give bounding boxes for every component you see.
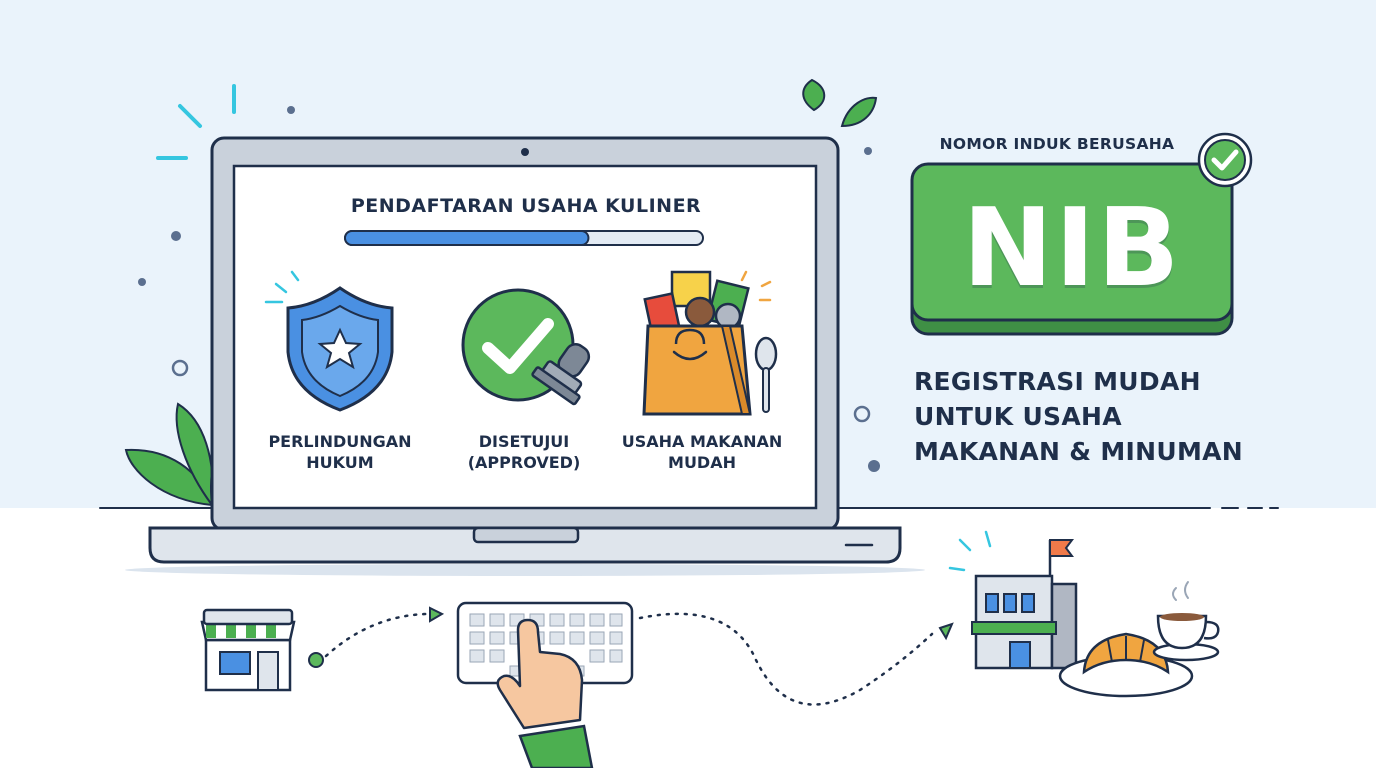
grocery-bag-icon — [642, 270, 778, 416]
feature-label-approved: DISETUJUI (APPROVED) — [424, 431, 624, 473]
nib-badge — [910, 162, 1234, 336]
screen-title: PENDAFTARAN USAHA KULINER — [350, 195, 702, 217]
coffee-cup-icon — [1152, 581, 1220, 662]
decor-dots — [138, 106, 880, 472]
decor-rings — [171, 359, 871, 423]
feature-label-line: DISETUJUI — [478, 432, 570, 451]
tagline-line: UNTUK USAHA — [914, 402, 1122, 431]
nib-caption: NOMOR INDUK BERUSAHA — [939, 135, 1175, 153]
tagline-line: REGISTRASI MUDAH — [914, 367, 1201, 396]
feature-label-line: USAHA MAKANAN — [621, 432, 783, 451]
shield-star-icon — [264, 270, 394, 412]
flow-arrow — [638, 612, 954, 706]
tagline-line: MAKANAN & MINUMAN — [914, 437, 1244, 466]
feature-label-line: PERLINDUNGAN — [268, 432, 412, 451]
flow-arrow — [308, 606, 445, 668]
nib-badge-text: NIB — [962, 185, 1182, 311]
feature-label-line: MUDAH — [668, 453, 736, 472]
feature-label-legal-protection: PERLINDUNGAN HUKUM — [240, 431, 440, 473]
hand-pointer-icon — [496, 618, 594, 768]
shop-icon — [200, 608, 296, 692]
sparkle-icon — [156, 84, 236, 160]
restaurant-building-icon — [948, 530, 1078, 670]
check-badge-icon — [1197, 132, 1253, 188]
feature-label-line: HUKUM — [306, 453, 374, 472]
approved-check-stamp-icon — [461, 288, 591, 406]
registration-progress-bar — [344, 230, 704, 246]
tagline: REGISTRASI MUDAH UNTUK USAHA MAKANAN & M… — [914, 364, 1354, 469]
feature-label-line: (APPROVED) — [467, 453, 581, 472]
croissant-plate-icon — [1058, 632, 1194, 698]
feature-label-easy-food-business: USAHA MAKANAN MUDAH — [602, 431, 802, 473]
leaf-icon — [802, 78, 878, 128]
